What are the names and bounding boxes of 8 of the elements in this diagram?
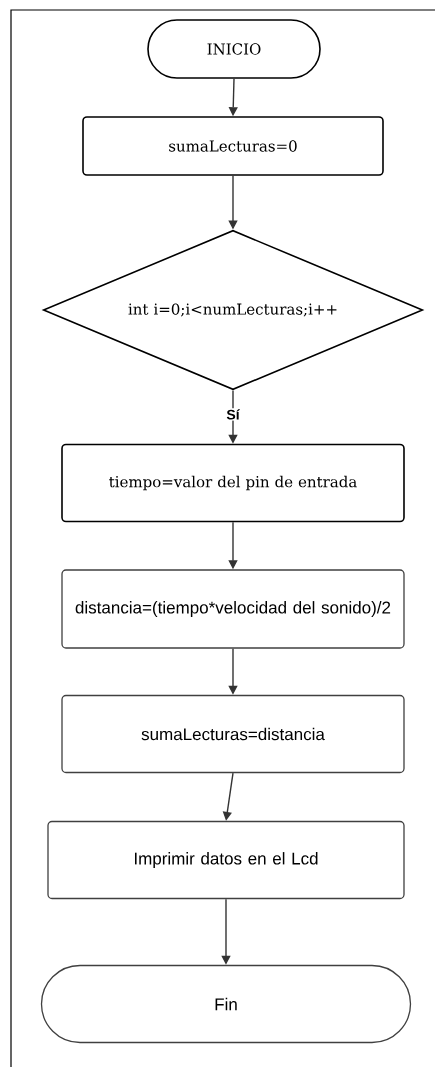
edge-label: Sí xyxy=(225,408,241,421)
process-box: Imprimir datos en el Lcd xyxy=(47,820,405,900)
process-box: distancia=(tiempo*velocidad del sonido)/2 xyxy=(61,569,405,649)
process-box: tiempo=valor del pin de entrada xyxy=(61,443,405,523)
terminal-box: INICIO xyxy=(147,19,321,79)
terminal-box: Fin xyxy=(40,964,412,1044)
process-box: sumaLecturas=0 xyxy=(82,116,384,176)
process-box: sumaLecturas=distancia xyxy=(61,694,405,774)
